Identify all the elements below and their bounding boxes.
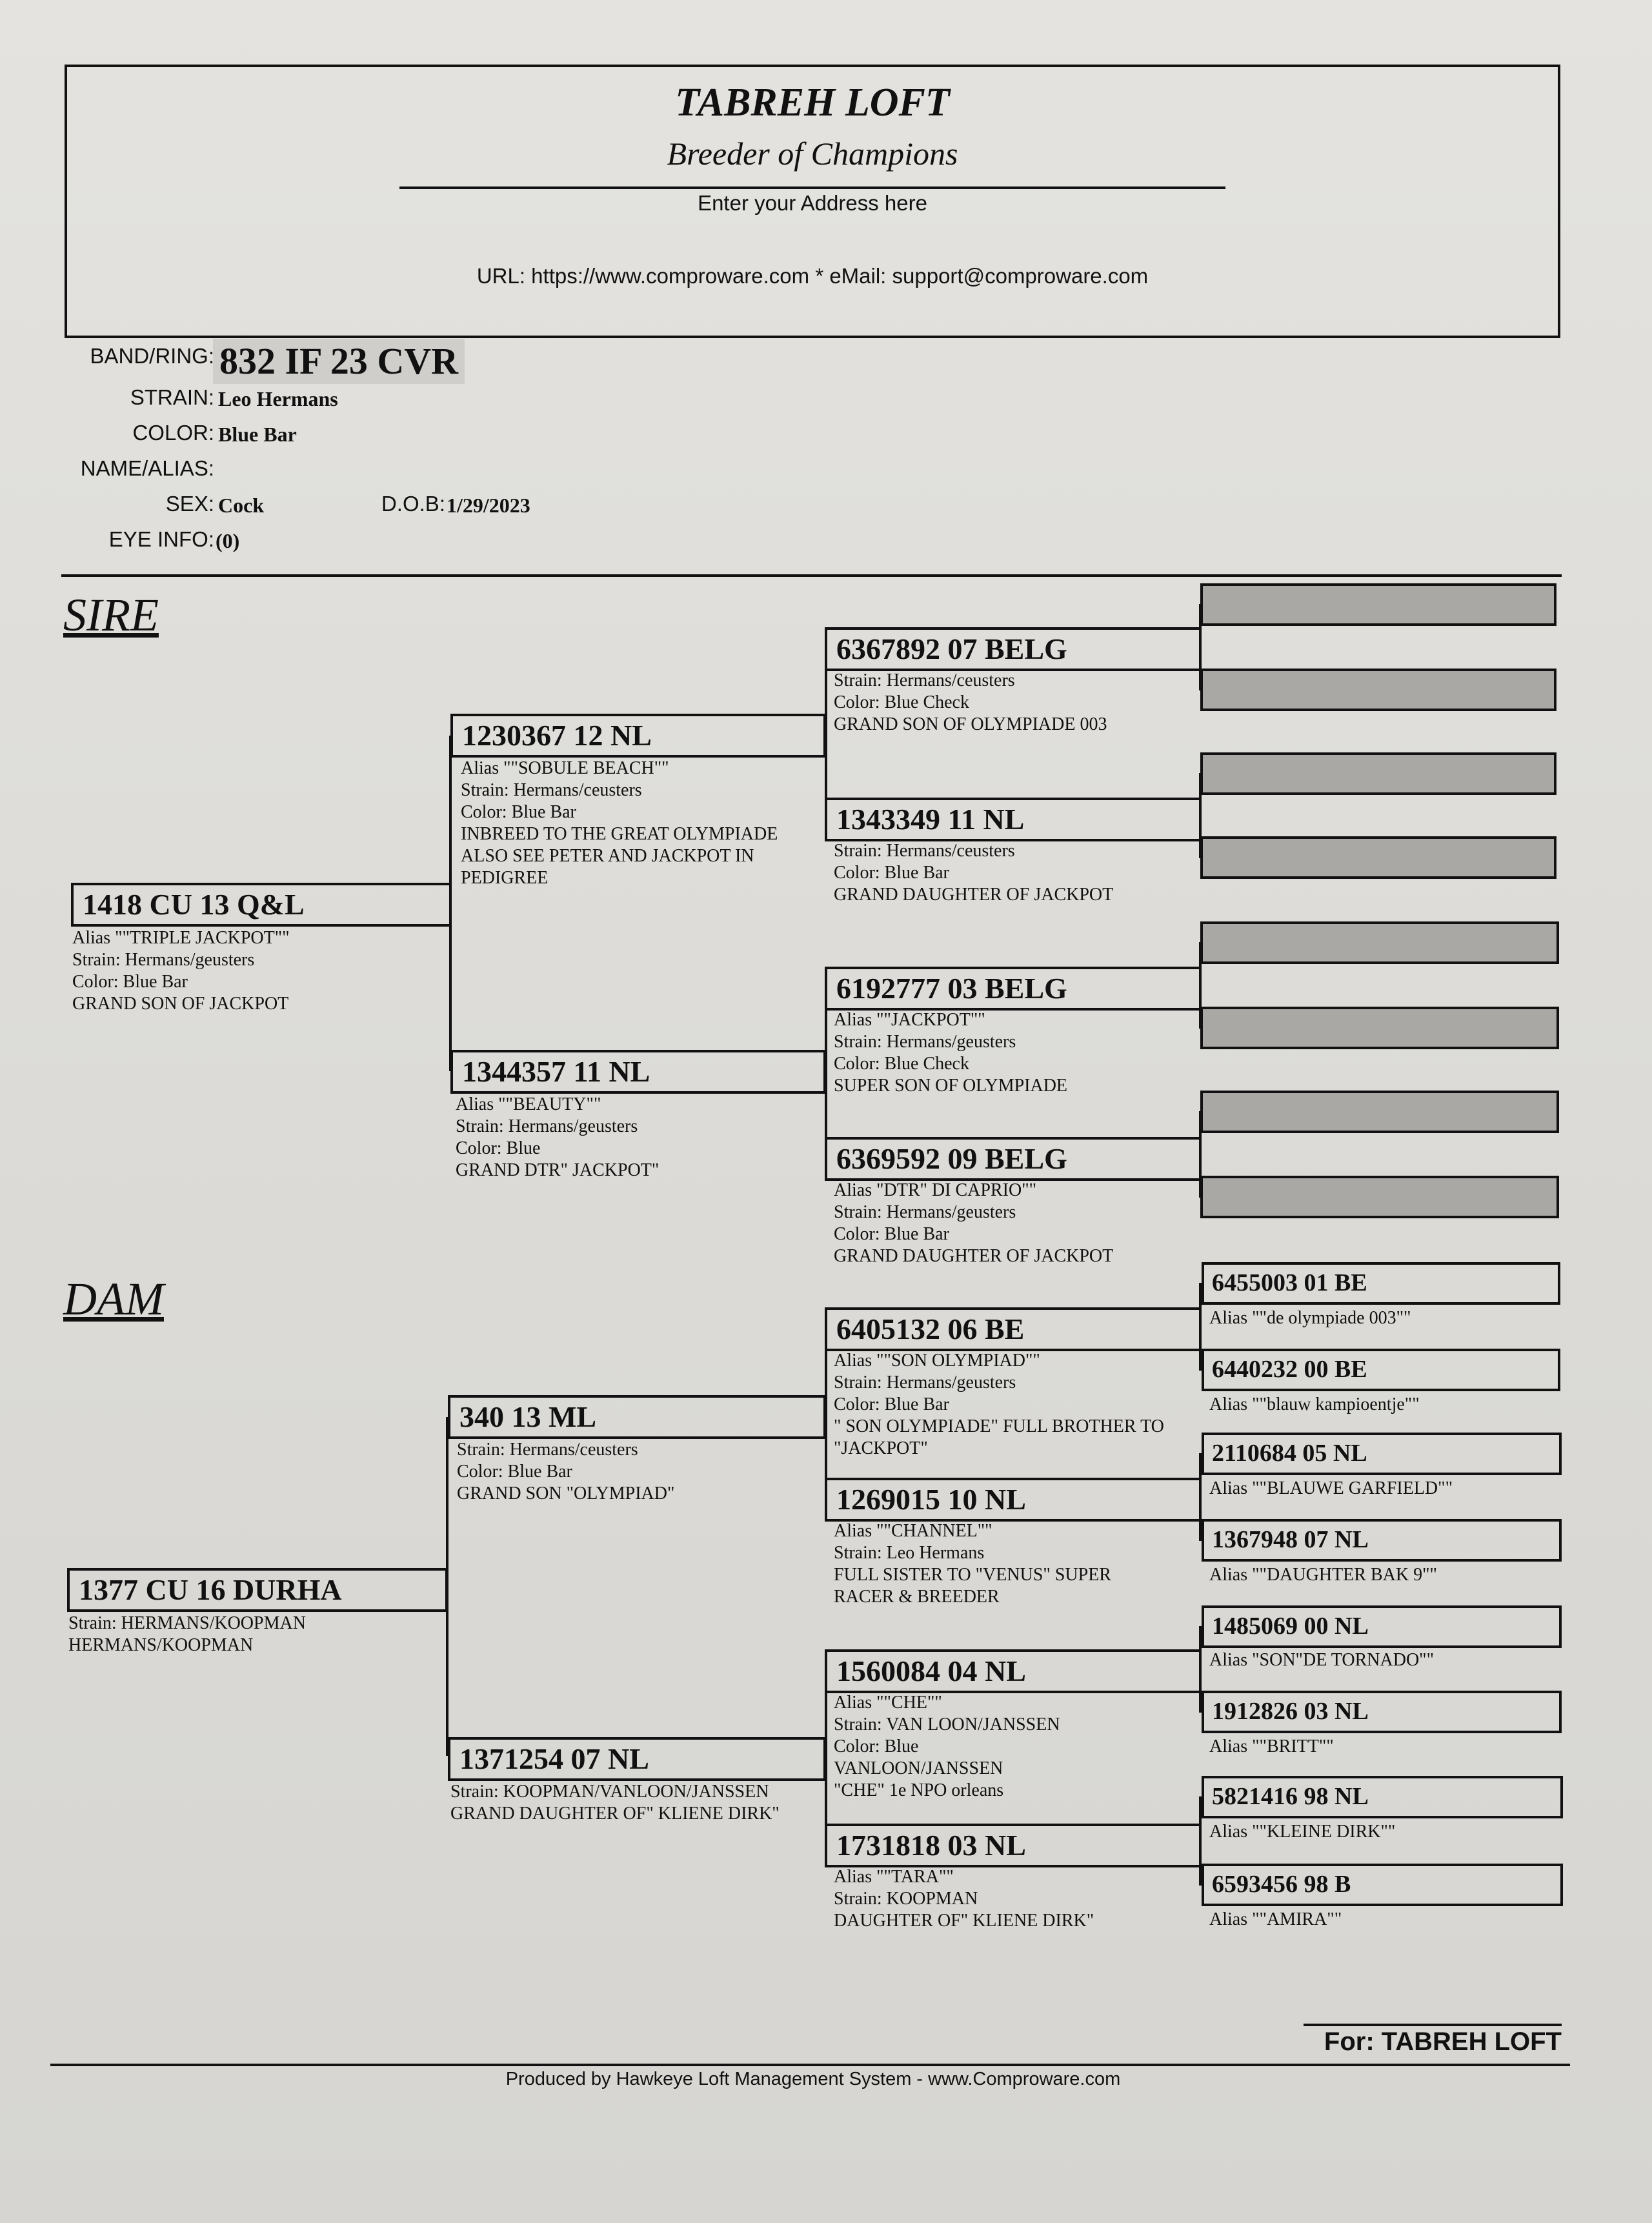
gen4-alias-2: Alias ""blauw kampioentje"" (1209, 1394, 1420, 1414)
gen3-info-7: Alias ""CHE"" Strain: VAN LOON/JANSSEN C… (834, 1693, 1060, 1800)
bracket-gen3-2 (1199, 773, 1202, 858)
gen4-alias-7: Alias ""KLEINE DIRK"" (1209, 1822, 1396, 1842)
dam-note: HERMANS/KOOPMAN (68, 1635, 254, 1655)
gen4-box-6: 1912826 03 NL (1202, 1691, 1562, 1733)
band-label: BAND/RING: (90, 344, 214, 368)
bracket-gen3-8 (1199, 1796, 1202, 1886)
bracket-gen3-3 (1199, 942, 1202, 1029)
loft-title: TABREH LOFT (675, 81, 950, 125)
sire-color: Color: Blue Bar (72, 972, 188, 992)
gen2-box-1: 1230367 12 NL (450, 714, 826, 758)
sire-heading: SIRE (63, 589, 159, 641)
gen4-box-2: 6440232 00 BE (1202, 1349, 1560, 1391)
gen4-alias-4: Alias ""DAUGHTER BAK 9"" (1209, 1565, 1437, 1585)
gen3-info-4: Alias "DTR" DI CAPRIO"" Strain: Hermans/… (834, 1180, 1114, 1266)
loft-address: Enter your Address here (698, 191, 927, 215)
bracket-gen3-1 (1199, 604, 1202, 690)
gen3-box-7: 1560084 04 NL (825, 1649, 1202, 1693)
gen4-box-4: 1367948 07 NL (1202, 1519, 1562, 1562)
sire-note: GRAND SON OF JACKPOT (72, 994, 289, 1014)
gen2-info-3: Strain: Hermans/ceusters Color: Blue Bar… (457, 1440, 675, 1504)
bracket-gen2-2 (825, 989, 827, 1159)
bracket-gen3-7 (1199, 1626, 1202, 1713)
gen4-box-1: 6455003 01 BE (1202, 1262, 1560, 1305)
gen2-box-3: 340 13 ML (448, 1395, 826, 1439)
gen2-info-4: Strain: KOOPMAN/VANLOON/JANSSEN GRAND DA… (450, 1782, 780, 1824)
for-loft: For: TABREH LOFT (1324, 2027, 1562, 2056)
dam-heading: DAM (63, 1273, 164, 1325)
produced-by: Produced by Hawkeye Loft Management Syst… (505, 2069, 1121, 2089)
gen4-empty-8 (1200, 1176, 1559, 1218)
gen4-empty-3 (1200, 752, 1556, 795)
header-box: TABREH LOFT Breeder of Champions Enter y… (65, 65, 1560, 338)
dam-band-box: 1377 CU 16 DURHA (67, 1568, 448, 1612)
bracket-gen3-5 (1199, 1283, 1202, 1371)
gen3-box-6: 1269015 10 NL (825, 1478, 1202, 1522)
sire-info: Alias ""TRIPLE JACKPOT"" Strain: Hermans… (72, 927, 290, 1015)
bracket-gen2-4 (825, 1673, 827, 1847)
eye-info-value: (0) (216, 529, 240, 552)
band-value: 832 IF 23 CVR (213, 339, 465, 384)
gen3-box-3: 6192777 03 BELG (825, 967, 1202, 1011)
gen4-empty-2 (1200, 669, 1556, 711)
gen4-box-7: 5821416 98 NL (1202, 1776, 1563, 1818)
gen4-box-8: 6593456 98 B (1202, 1864, 1563, 1906)
gen4-alias-6: Alias ""BRITT"" (1209, 1736, 1334, 1756)
dam-strain: Strain: HERMANS/KOOPMAN (68, 1613, 306, 1633)
gen3-box-2: 1343349 11 NL (825, 798, 1202, 841)
gen2-info-2: Alias ""BEAUTY"" Strain: Hermans/geuster… (456, 1094, 660, 1180)
gen2-box-2: 1344357 11 NL (450, 1050, 826, 1094)
footer-rule (50, 2064, 1570, 2066)
bracket-gen2-1 (825, 648, 827, 821)
color-value: Blue Bar (218, 423, 297, 446)
gen4-empty-1 (1200, 583, 1556, 626)
gen3-box-8: 1731818 03 NL (825, 1824, 1202, 1867)
gen3-info-6: Alias ""CHANNEL"" Strain: Leo Hermans FU… (834, 1521, 1111, 1607)
name-alias-label: NAME/ALIAS: (80, 456, 214, 480)
header-rule (399, 186, 1225, 189)
gen3-info-3: Alias ""JACKPOT"" Strain: Hermans/geuste… (834, 1010, 1068, 1096)
dam-info: Strain: HERMANS/KOOPMAN HERMANS/KOOPMAN (68, 1613, 306, 1656)
gen4-alias-3: Alias ""BLAUWE GARFIELD"" (1209, 1478, 1453, 1498)
gen3-info-5: Alias ""SON OLYMPIAD"" Strain: Hermans/g… (834, 1351, 1164, 1458)
dob-value: 1/29/2023 (447, 494, 530, 517)
gen3-info-8: Alias ""TARA"" Strain: KOOPMAN DAUGHTER … (834, 1867, 1094, 1931)
gen2-box-4: 1371254 07 NL (448, 1737, 826, 1781)
gen3-info-1: Strain: Hermans/ceusters Color: Blue Che… (834, 670, 1107, 734)
sire-strain: Strain: Hermans/geusters (72, 950, 255, 970)
strain-label: STRAIN: (130, 385, 214, 409)
gen3-info-2: Strain: Hermans/ceusters Color: Blue Bar… (834, 841, 1114, 905)
gen4-empty-4 (1200, 836, 1556, 879)
eye-info-label: EYE INFO: (108, 527, 214, 551)
gen4-empty-6 (1200, 1007, 1559, 1049)
sire-alias: Alias ""TRIPLE JACKPOT"" (72, 928, 290, 948)
gen4-empty-7 (1200, 1091, 1559, 1133)
gen4-alias-8: Alias ""AMIRA"" (1209, 1909, 1342, 1929)
loft-subtitle: Breeder of Champions (667, 136, 958, 172)
color-label: COLOR: (132, 421, 214, 445)
gen4-alias-5: Alias "SON"DE TORNADO"" (1209, 1650, 1435, 1670)
gen2-info-1: Alias ""SOBULE BEACH"" Strain: Hermans/c… (461, 758, 778, 888)
bracket-sire (449, 736, 452, 1071)
bracket-dam (446, 1417, 448, 1756)
gen4-alias-1: Alias ""de olympiade 003"" (1209, 1308, 1411, 1328)
dob-label: D.O.B: (381, 492, 445, 516)
gen4-box-5: 1485069 00 NL (1202, 1605, 1562, 1648)
sex-label: SEX: (165, 492, 214, 516)
gen3-box-1: 6367892 07 BELG (825, 627, 1202, 671)
bracket-gen2-3 (825, 1328, 827, 1502)
bracket-gen3-6 (1199, 1453, 1202, 1541)
sex-value: Cock (218, 494, 265, 517)
gen3-box-5: 6405132 06 BE (825, 1307, 1202, 1351)
bracket-gen3-4 (1199, 1111, 1202, 1198)
signature-rule (1304, 2024, 1562, 2026)
gen3-box-4: 6369592 09 BELG (825, 1137, 1202, 1181)
section-divider (61, 574, 1562, 577)
sire-band-box: 1418 CU 13 Q&L (71, 883, 452, 927)
gen4-empty-5 (1200, 921, 1559, 964)
strain-value: Leo Hermans (218, 387, 338, 410)
gen4-box-3: 2110684 05 NL (1202, 1433, 1562, 1475)
loft-url-email: URL: https://www.comproware.com * eMail:… (476, 264, 1149, 288)
